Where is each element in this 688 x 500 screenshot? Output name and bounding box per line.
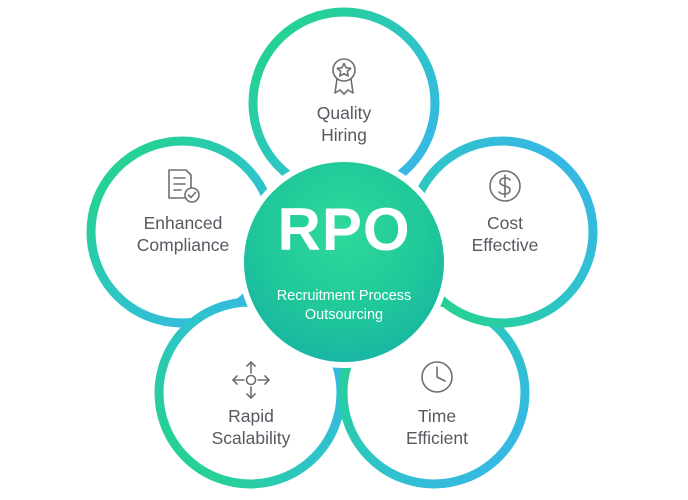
dollar-coin-icon: [489, 170, 521, 202]
award-badge-icon: [332, 58, 356, 95]
label-line1: Enhanced: [143, 213, 223, 233]
label-line1: Quality: [316, 103, 372, 123]
label-line1: Time: [417, 406, 457, 426]
center-circle: [244, 162, 444, 362]
label-line2: Compliance: [136, 235, 230, 255]
label-line2: Hiring: [321, 125, 367, 145]
label-line1: Cost: [487, 213, 523, 233]
label-enhanced-compliance: Enhanced Compliance: [108, 212, 258, 256]
checklist-document-icon: [168, 169, 200, 203]
center-title: RPO: [277, 196, 411, 263]
center-subtitle-line2: Outsourcing: [304, 307, 384, 323]
center-subtitle: Recruitment Process Outsourcing: [244, 287, 444, 325]
label-quality-hiring: Quality Hiring: [269, 102, 419, 146]
label-line1: Rapid: [228, 406, 274, 426]
label-time-efficient: Time Efficient: [362, 405, 512, 449]
label-line2: Scalability: [211, 428, 291, 448]
label-rapid-scalability: Rapid Scalability: [176, 405, 326, 449]
label-line2: Effective: [471, 235, 539, 255]
expand-arrows-icon: [232, 361, 270, 399]
label-line2: Efficient: [406, 428, 468, 448]
label-cost-effective: Cost Effective: [430, 212, 580, 256]
clock-icon: [421, 361, 453, 393]
center-subtitle-line1: Recruitment Process: [276, 288, 412, 304]
petal-rings: [86, 7, 598, 489]
